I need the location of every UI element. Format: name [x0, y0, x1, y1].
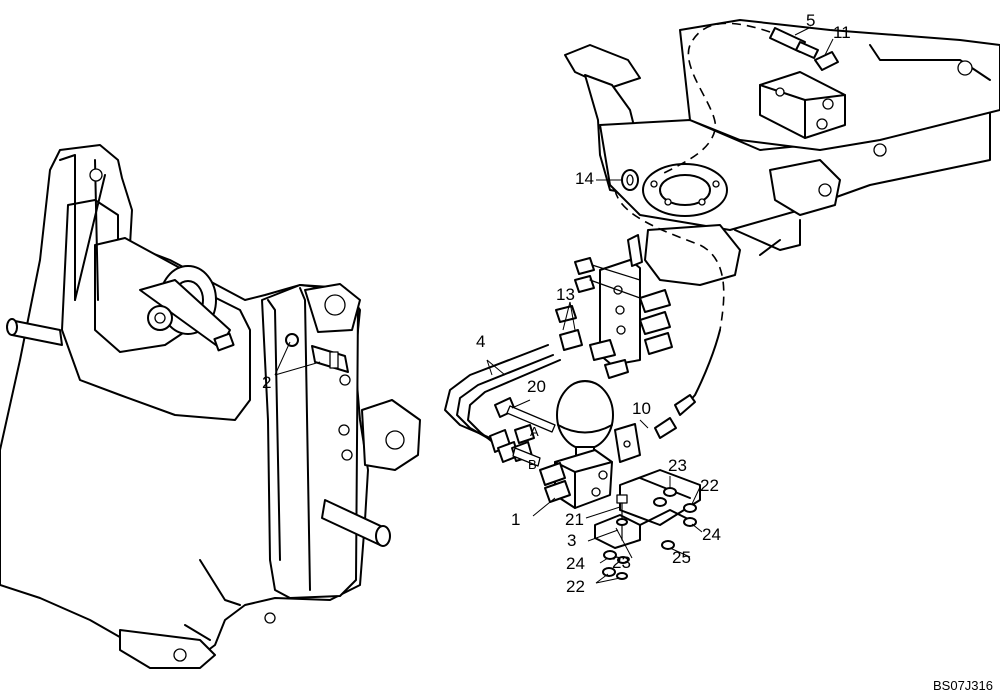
accumulator	[556, 380, 614, 460]
hose-route-dashed-lower	[614, 189, 725, 331]
callout-24-right: 24	[702, 525, 721, 544]
top-valve-block	[759, 27, 846, 139]
callout-4: 4	[476, 332, 485, 351]
callout-10: 10	[632, 399, 651, 418]
hose-10	[681, 329, 721, 411]
loader-frame	[0, 144, 421, 669]
callout-11: 11	[833, 23, 851, 42]
callout-1: 1	[511, 510, 520, 529]
leader-lines	[274, 26, 834, 584]
callout-23-bottom: 23	[612, 553, 631, 572]
valve-block-1	[512, 447, 613, 509]
reference-code: BS07J316	[933, 678, 993, 693]
callout-22-right: 22	[700, 476, 719, 495]
callout-22-bottom: 22	[566, 577, 585, 596]
fitting-bracket	[555, 234, 673, 379]
tubes-4	[444, 344, 561, 463]
chassis-frame	[564, 19, 1000, 286]
callout-24-left: 24	[566, 554, 585, 573]
callout-13: 13	[556, 285, 575, 304]
hose-fitting-10	[674, 394, 696, 416]
callout-14: 14	[575, 169, 594, 188]
port-b-label: B	[528, 457, 537, 472]
bolt-20	[494, 397, 556, 433]
callout-25: 25	[672, 548, 691, 567]
callout-20: 20	[527, 377, 546, 396]
callout-3: 3	[567, 531, 576, 550]
port-a-label: A	[530, 424, 539, 439]
callout-5: 5	[806, 11, 815, 30]
callout-23-top: 23	[668, 456, 687, 475]
callout-2: 2	[262, 373, 271, 392]
mounting-bracket-21	[594, 423, 701, 580]
callout-21: 21	[565, 510, 584, 529]
